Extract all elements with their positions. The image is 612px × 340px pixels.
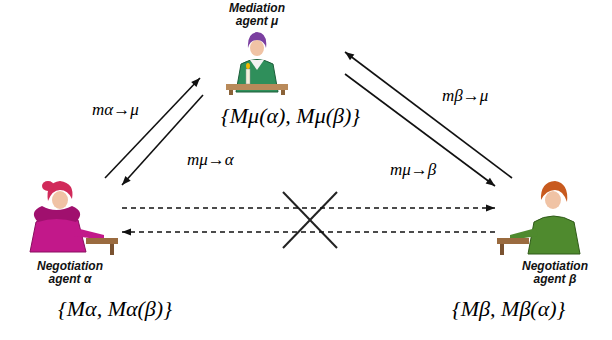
mediator-desk <box>226 84 288 90</box>
knowledge-set: {Mα, Mα(β)} <box>58 296 172 322</box>
alpha-desk <box>86 238 118 244</box>
blocked-channel-arrow <box>122 231 495 232</box>
beta-desk <box>497 238 529 244</box>
desk-leg <box>229 90 233 95</box>
agent-node: Negotiation agent β{Mβ, Mβ(α)} <box>495 178 605 258</box>
message-arrow <box>345 74 495 186</box>
message-label: mμ→β <box>388 160 438 180</box>
mediator-collar <box>250 60 264 70</box>
mediator-hair <box>248 32 266 48</box>
desk-leg <box>281 90 285 95</box>
agent-name: Negotiation agent β <box>509 260 601 286</box>
message-label: mμ→α <box>185 150 236 170</box>
beta-hair <box>541 181 567 202</box>
desk-leg <box>110 244 114 255</box>
alpha-bun <box>42 181 54 191</box>
alpha-collar <box>34 206 80 222</box>
message-label: mβ→μ <box>440 86 490 106</box>
cross-stroke <box>283 192 337 248</box>
mediator-face <box>250 40 264 56</box>
agent-name: Mediation agent μ <box>215 2 299 28</box>
blocked-cross <box>283 192 337 248</box>
desk-leg <box>500 244 504 255</box>
knowledge-set: {Mβ, Mβ(α)} <box>452 296 565 322</box>
agent-beta-figure <box>497 181 580 255</box>
blocked-channel-arrow <box>122 207 495 208</box>
mediator-figure <box>226 32 288 95</box>
message-label: mα→μ <box>90 100 141 120</box>
agent-node: Negotiation agent α{Mα, Mα(β)} <box>12 178 122 258</box>
knowledge-set: {Mμ(α), Mμ(β)} <box>221 103 360 129</box>
beta-face <box>545 191 561 209</box>
candle-flame <box>246 63 250 69</box>
cross-stroke <box>283 192 337 248</box>
agent-name: Negotiation agent α <box>24 260 116 286</box>
agent-node: Mediation agent μ{Mμ(α), Mμ(β)} <box>200 28 345 95</box>
agent-alpha-figure <box>30 181 118 255</box>
mediator-candle <box>246 69 250 84</box>
alpha-face <box>52 191 68 209</box>
